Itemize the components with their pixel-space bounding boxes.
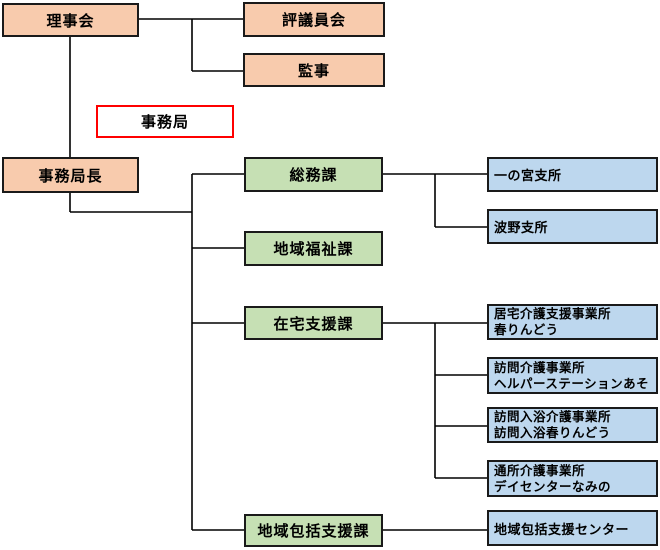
node-namino-branch: 波野支所 <box>487 209 658 244</box>
node-label-line2: ヘルパーステーションあそ <box>494 376 650 391</box>
node-label-line2: 訪問入浴春りんどう <box>494 426 611 440</box>
node-label: 監事 <box>297 62 330 80</box>
node-label-line2: 春りんどう <box>494 323 559 337</box>
node-label: 総務課 <box>289 167 338 184</box>
node-community-comprehensive-support-center: 地域包括支援センター <box>487 510 658 546</box>
node-label-line1: 訪問入浴介護事業所 <box>494 410 612 424</box>
node-visiting-bath-care-office: 訪問入浴介護事業所 訪問入浴春りんどう <box>487 407 658 443</box>
node-label: 事務局 <box>140 114 189 131</box>
node-home-care-support-office: 居宅介護支援事業所 春りんどう <box>487 304 658 340</box>
node-label-line1: 通所介護事業所 <box>494 463 586 478</box>
node-council: 評議員会 <box>243 2 385 37</box>
node-board-of-directors: 理事会 <box>2 3 139 37</box>
node-auditor: 監事 <box>243 53 385 87</box>
node-label: 地域福祉課 <box>273 241 354 258</box>
node-label: 評議員会 <box>281 12 346 29</box>
node-label: 理事会 <box>46 12 95 30</box>
node-label: 事務局長 <box>38 167 103 185</box>
node-community-welfare-division: 地域福祉課 <box>244 231 383 266</box>
node-community-comprehensive-support-division: 地域包括支援課 <box>244 514 383 547</box>
node-secretary-general: 事務局長 <box>2 157 139 193</box>
node-label: 地域包括支援課 <box>257 523 370 540</box>
node-label-line1: 居宅介護支援事業所 <box>494 307 612 321</box>
node-home-support-division: 在宅支援課 <box>244 306 383 340</box>
node-visiting-care-office: 訪問介護事業所 ヘルパーステーションあそ <box>487 357 658 394</box>
node-label-line2: デイセンターなみの <box>494 479 612 494</box>
node-label-line1: 訪問介護事業所 <box>494 360 586 375</box>
node-day-care-office: 通所介護事業所 デイセンターなみの <box>487 460 658 497</box>
node-secretariat: 事務局 <box>96 105 234 138</box>
node-ichinomiya-branch: 一の宮支所 <box>487 157 658 192</box>
node-general-affairs-division: 総務課 <box>244 157 383 192</box>
node-label: 地域包括支援センター <box>494 521 630 537</box>
node-label: 一の宮支所 <box>494 168 562 183</box>
node-label: 波野支所 <box>494 220 549 235</box>
node-label: 在宅支援課 <box>273 315 354 333</box>
